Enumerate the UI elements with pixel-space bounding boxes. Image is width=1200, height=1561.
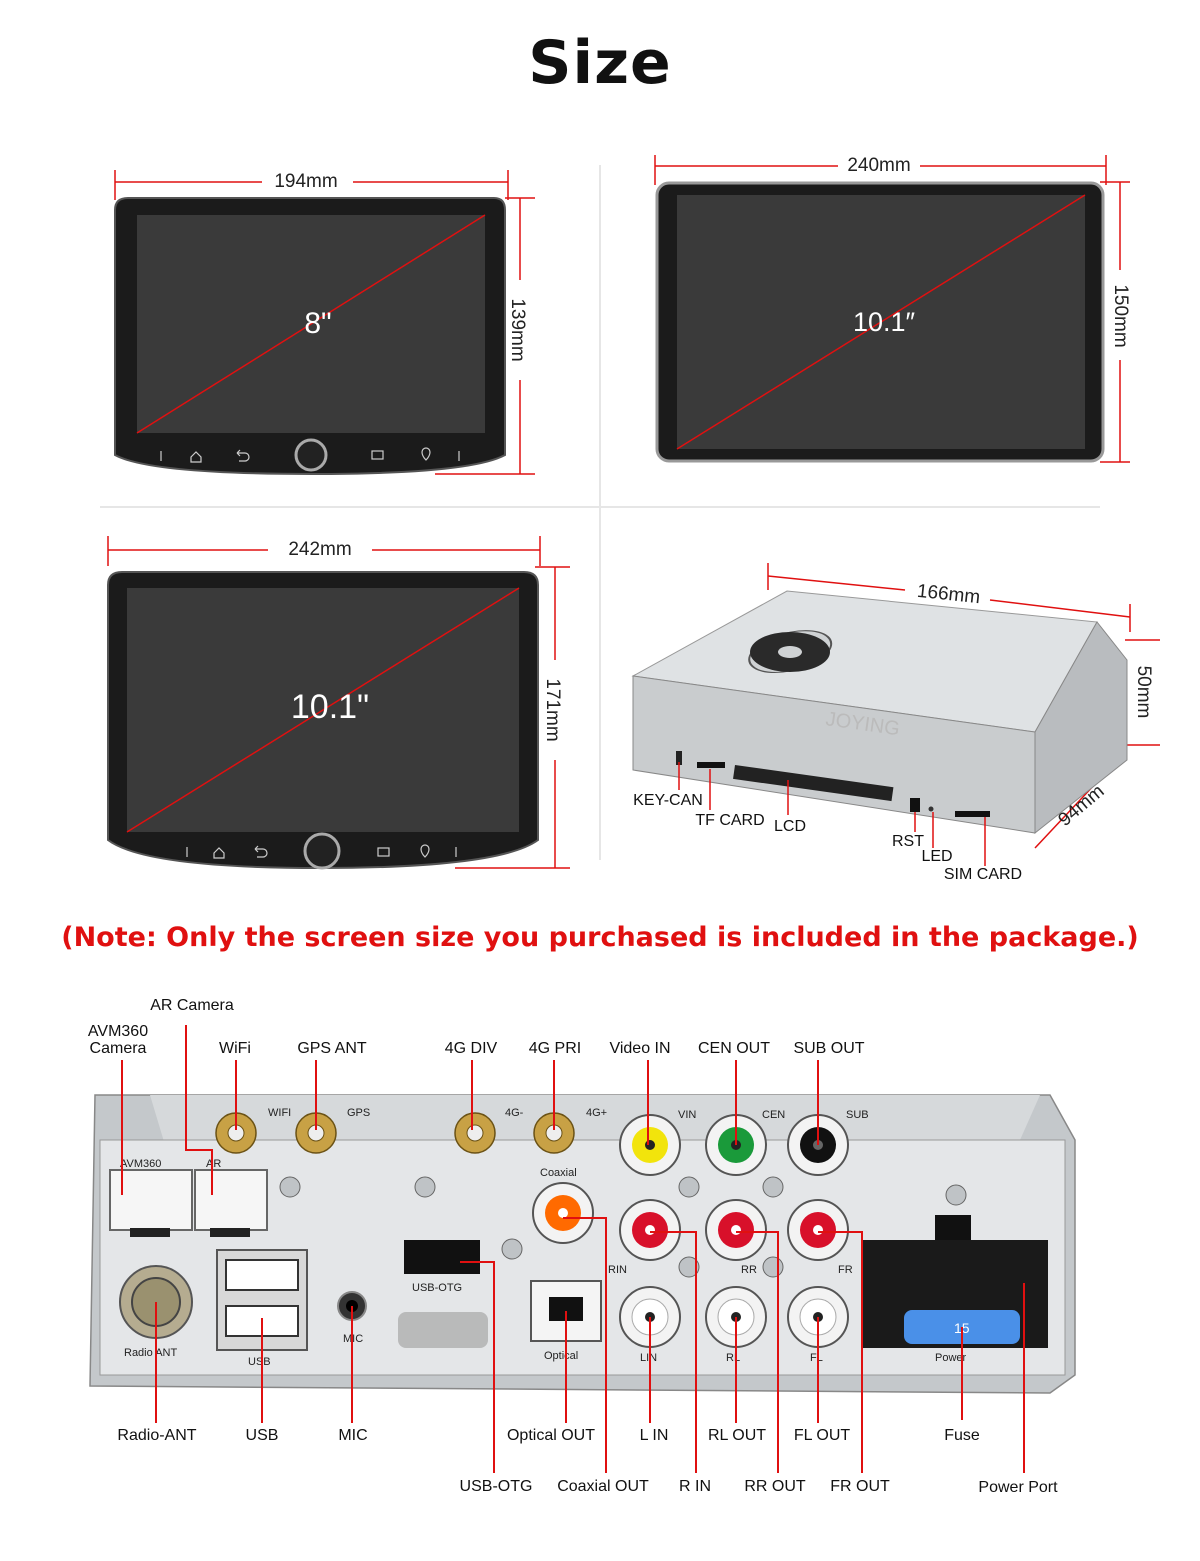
- r-in-label: R IN: [679, 1478, 711, 1495]
- panel-rr: RR: [741, 1264, 757, 1276]
- lcd-label: LCD: [774, 818, 806, 835]
- panel-lin: LIN: [640, 1352, 657, 1364]
- depth-label: 94mm: [1054, 781, 1108, 831]
- screen-10-inch-b: 242mm 171mm 10.1": [107, 536, 570, 870]
- height-chassis-label: 50mm: [1133, 666, 1154, 719]
- usb-otg-label: USB-OTG: [460, 1478, 533, 1495]
- led-label: LED: [921, 848, 952, 865]
- rear-panel: WIFI GPS 4G- 4G+ VIN CEN SUB AVM360 AR C…: [89, 1094, 1076, 1394]
- wifi-label: WiFi: [219, 1040, 251, 1057]
- length-label: 166mm: [916, 581, 981, 609]
- fr-out-label: FR OUT: [830, 1478, 890, 1495]
- mic-label: MIC: [338, 1427, 367, 1444]
- panel-4g-minus: 4G-: [505, 1107, 524, 1119]
- l-in-label: L IN: [640, 1427, 669, 1444]
- radio-ant-label: Radio-ANT: [117, 1427, 196, 1444]
- diagonal-8-label: 8": [304, 307, 331, 340]
- height-8-label: 139mm: [507, 298, 528, 361]
- fl-out-label: FL OUT: [794, 1427, 851, 1444]
- panel-avm360: AVM360: [120, 1158, 161, 1170]
- power-port-label: Power Port: [978, 1479, 1058, 1496]
- panel-optical: Optical: [544, 1350, 578, 1362]
- fuse-label: Fuse: [944, 1427, 980, 1444]
- screen-8-inch: 194mm 139mm 8": [114, 170, 535, 476]
- panel-usb: USB: [248, 1356, 271, 1368]
- panel-mic: MIC: [343, 1333, 363, 1345]
- rear-leader-lines: [121, 1025, 1025, 1473]
- video-in-label: Video IN: [609, 1040, 670, 1057]
- width-10a-label: 240mm: [847, 155, 910, 176]
- avm360-label: AVM360: [88, 1023, 148, 1040]
- panel-sub: SUB: [846, 1109, 869, 1121]
- panel-gps: GPS: [347, 1107, 370, 1119]
- width-10b-label: 242mm: [288, 539, 351, 560]
- page-title: Size: [528, 28, 672, 98]
- panel-usb-otg: USB-OTG: [412, 1282, 462, 1294]
- width-8-label: 194mm: [274, 171, 337, 192]
- panel-radio-ant: Radio ANT: [124, 1347, 177, 1359]
- usb-label: USB: [246, 1427, 279, 1444]
- tf-card-label: TF CARD: [695, 812, 764, 829]
- rr-out-label: RR OUT: [744, 1478, 806, 1495]
- panel-wifi: WIFI: [268, 1107, 291, 1119]
- screen-10-inch-a: 240mm 150mm 10.1″: [654, 155, 1131, 463]
- package-note: (Note: Only the screen size you purchase…: [61, 922, 1139, 953]
- rl-out-label: RL OUT: [708, 1427, 766, 1444]
- panel-rl: RL: [726, 1352, 740, 1364]
- ar-camera-label: AR Camera: [150, 997, 234, 1014]
- key-can-label: KEY-CAN: [633, 792, 703, 809]
- height-10b-label: 171mm: [542, 678, 563, 741]
- panel-ar: AR: [206, 1158, 221, 1170]
- diagonal-10b-label: 10.1": [291, 688, 369, 726]
- brand-label: JOYING: [824, 708, 901, 740]
- optical-out-label: Optical OUT: [507, 1427, 595, 1444]
- panel-cen: CEN: [762, 1109, 785, 1121]
- cen-out-label: CEN OUT: [698, 1040, 770, 1057]
- sub-out-label: SUB OUT: [793, 1040, 864, 1057]
- panel-coaxial: Coaxial: [540, 1167, 577, 1179]
- panel-power: Power: [935, 1352, 967, 1364]
- rear-top-labels: AR Camera AVM360 Camera WiFi GPS ANT 4G …: [88, 997, 865, 1057]
- panel-vin: VIN: [678, 1109, 696, 1121]
- rear-bottom-labels: Radio-ANT USB MIC Optical OUT L IN RL OU…: [117, 1427, 1058, 1496]
- rst-label: RST: [892, 833, 924, 850]
- diagonal-10a-label: 10.1″: [853, 307, 916, 337]
- panel-fr: FR: [838, 1264, 853, 1276]
- 4g-pri-label: 4G PRI: [529, 1040, 581, 1057]
- panel-rin: RIN: [608, 1264, 627, 1276]
- gps-ant-label: GPS ANT: [297, 1040, 367, 1057]
- sim-card-label: SIM CARD: [944, 866, 1022, 883]
- 4g-div-label: 4G DIV: [445, 1040, 498, 1057]
- rca-jacks: [619, 1114, 849, 1348]
- coaxial-out-label: Coaxial OUT: [557, 1478, 649, 1495]
- height-10a-label: 150mm: [1110, 284, 1131, 347]
- panel-4g-plus: 4G+: [586, 1107, 607, 1119]
- panel-fl: FL: [810, 1352, 823, 1364]
- chassis-3d: 166mm 50mm 94mm JOYING KEY-: [631, 563, 1160, 883]
- avm360-camera-label: Camera: [90, 1040, 147, 1057]
- panel-fuse-15: 15: [954, 1320, 970, 1336]
